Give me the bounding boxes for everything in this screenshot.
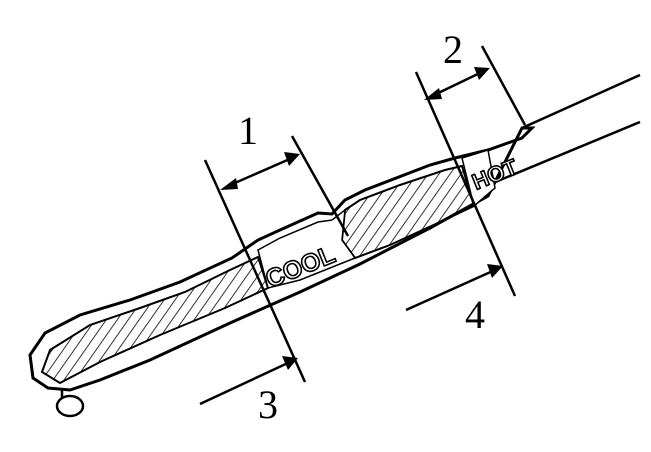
cool-zone (257, 208, 357, 289)
hot-zone (461, 149, 496, 208)
label-2: 2 (443, 27, 463, 72)
leader-arrow-4 (405, 264, 503, 312)
wire (487, 73, 641, 187)
leader-arrow-3 (199, 356, 298, 406)
extension-lines (203, 45, 527, 383)
label-4: 4 (465, 292, 485, 337)
dimension-arrow-1 (220, 152, 300, 190)
label-3: 3 (258, 382, 278, 427)
drip (55, 388, 85, 418)
dimension-arrow-2 (424, 67, 490, 100)
label-1: 1 (238, 108, 258, 153)
